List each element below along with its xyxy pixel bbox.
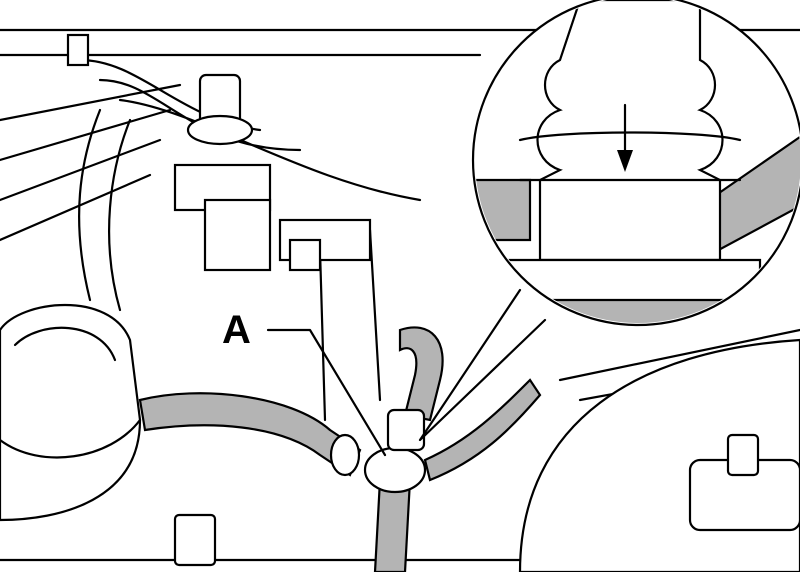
vacuum-hoses [138, 326, 542, 572]
callout-leader-line [266, 328, 387, 457]
arrow-down-icon [617, 150, 633, 172]
hose-fitting-a [329, 408, 427, 494]
callout-label-a: A [222, 308, 251, 352]
sensor-connector [173, 73, 372, 272]
reservoir-cap [0, 303, 142, 522]
brake-booster [173, 338, 800, 572]
